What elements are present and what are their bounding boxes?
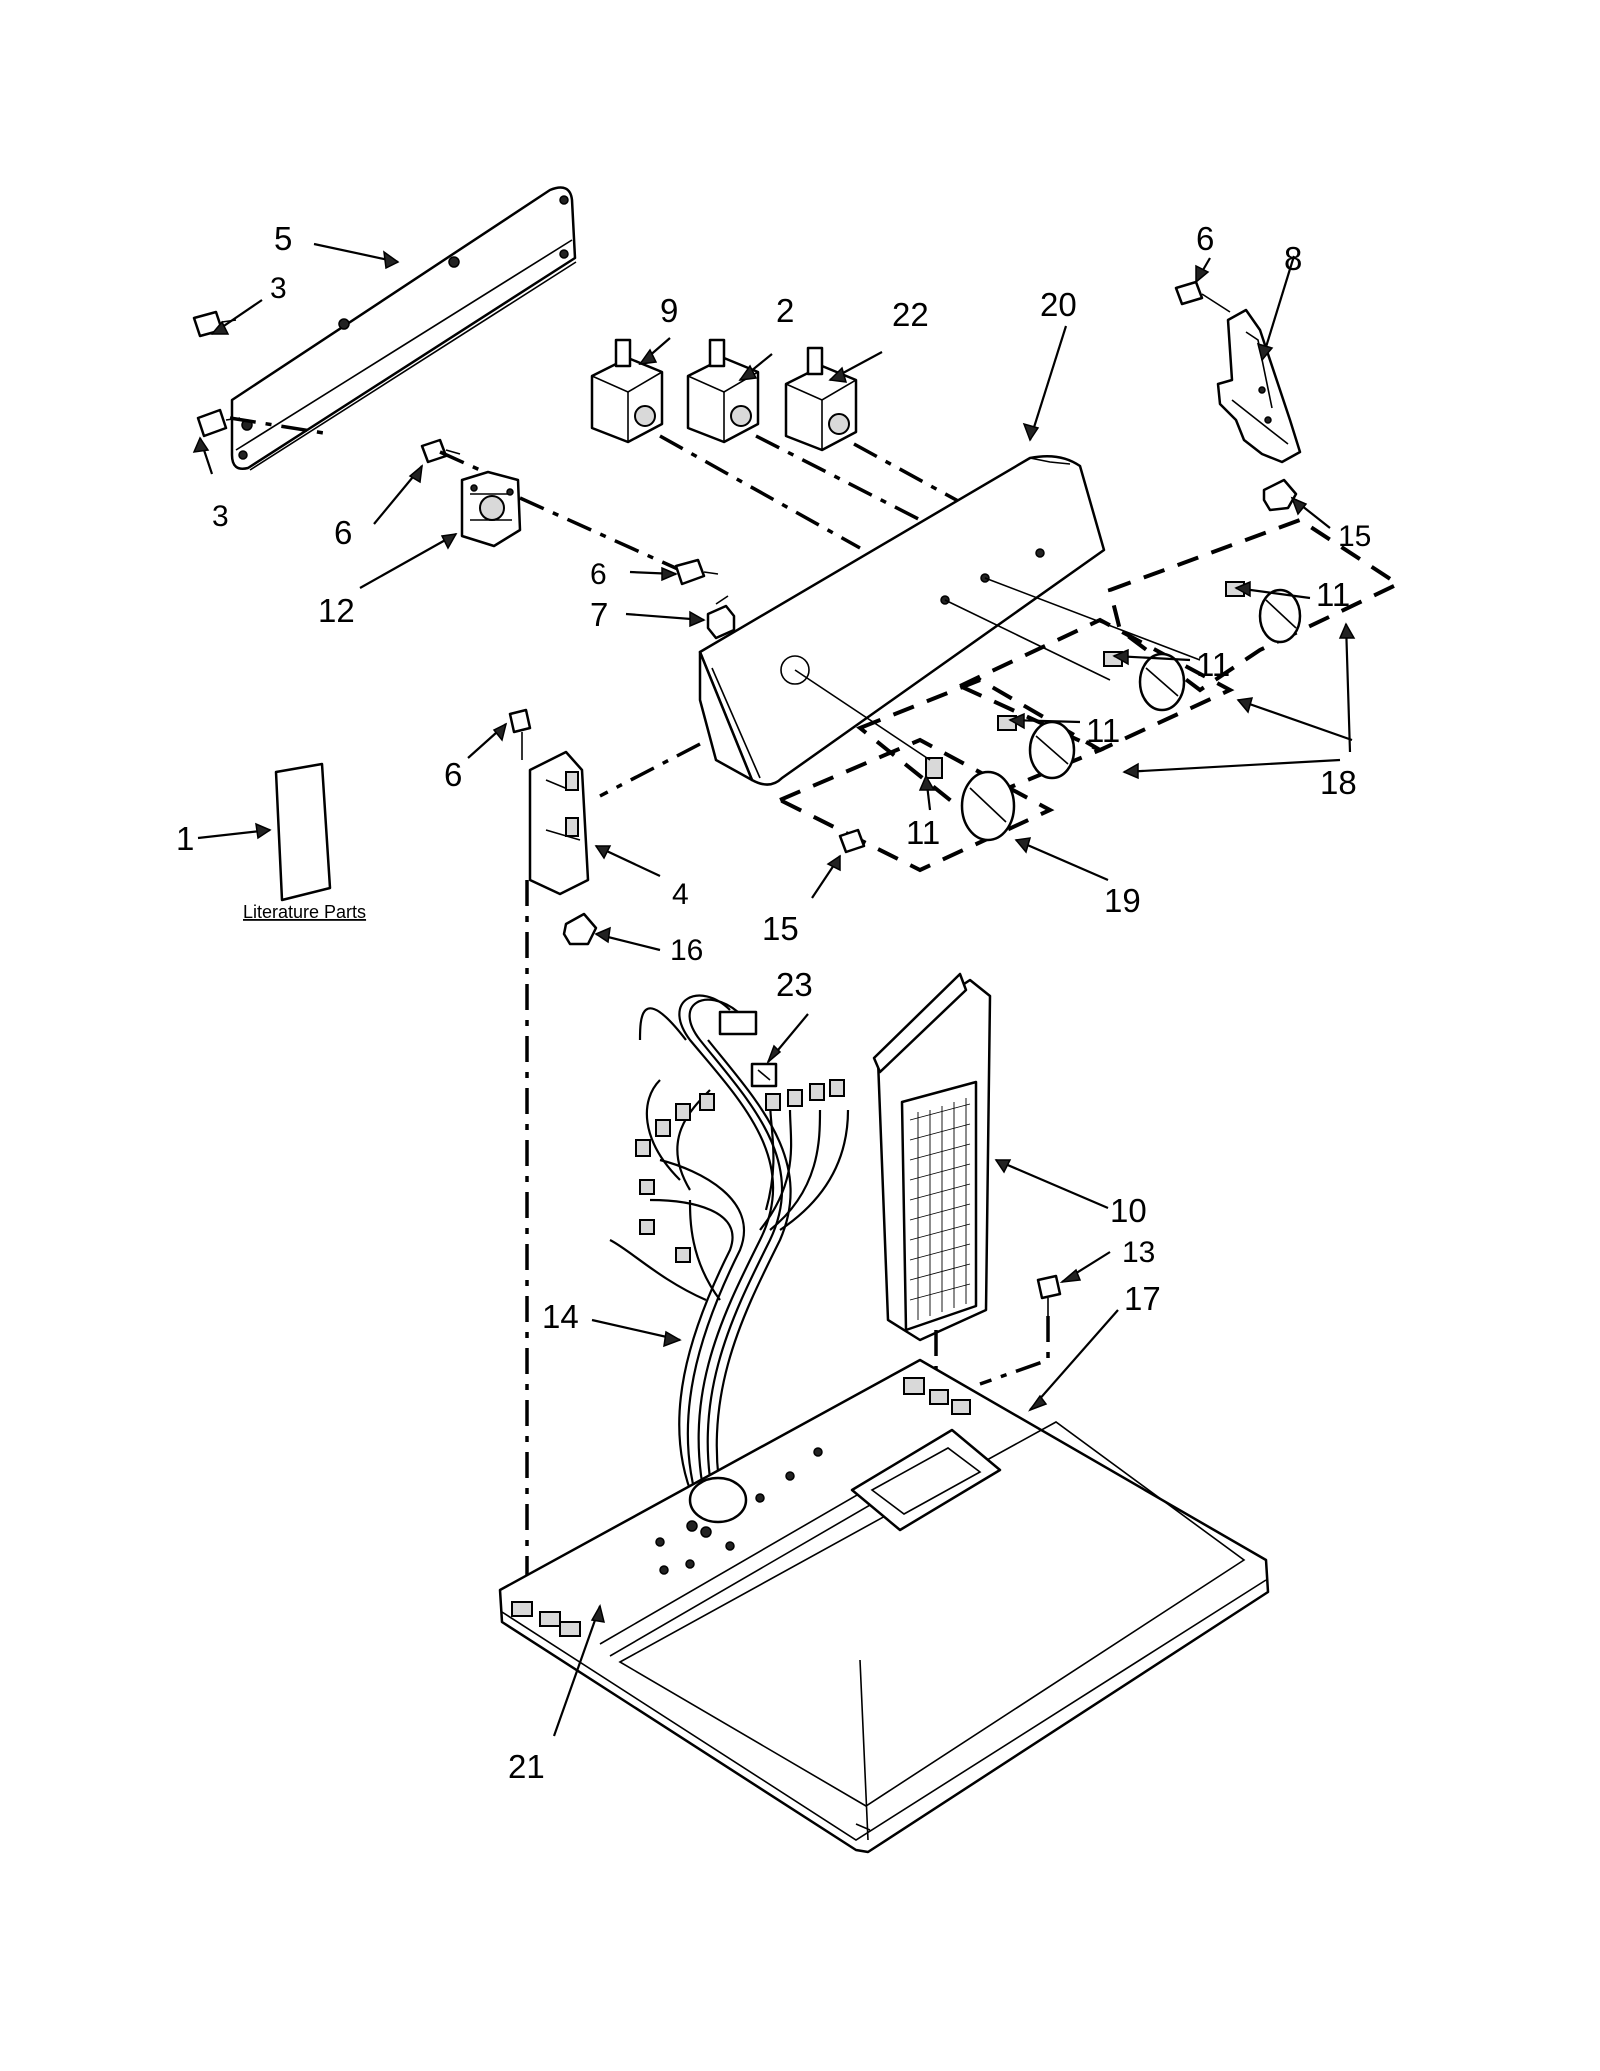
callout-11-knob-19: 11	[906, 814, 940, 851]
knob-shaft-lines	[794, 577, 1201, 761]
callout-5: 5	[274, 220, 292, 257]
part-14-screw	[838, 828, 866, 854]
part-20-console	[698, 455, 1106, 786]
part-13-screw	[1036, 1274, 1062, 1316]
part-7-clip	[706, 595, 736, 640]
part-8-bracket	[1216, 308, 1302, 464]
callout-7: 7	[590, 596, 608, 633]
callout-21: 21	[508, 1748, 545, 1785]
part-16-top-panel	[498, 1358, 1270, 1854]
callout-10: 10	[1110, 1192, 1147, 1229]
group-19	[775, 737, 1055, 873]
lint-screen-mesh	[909, 1098, 971, 1320]
part-2-switch	[686, 338, 760, 444]
callout-14: 15	[762, 910, 799, 947]
callout-11-upper: 11	[1316, 576, 1350, 613]
callout-15-upper: 15	[1338, 520, 1371, 553]
callout-15-lower: 16	[670, 934, 703, 967]
callout-19: 19	[1104, 882, 1141, 919]
callout-6-bracket: 6	[1196, 220, 1214, 257]
part-23-connector	[750, 1062, 778, 1088]
part-6-screw-mid	[674, 558, 719, 586]
callout-17: 18	[1320, 764, 1357, 801]
callout-9: 9	[660, 292, 678, 329]
part-1-literature	[274, 762, 332, 902]
callout-13: 13	[1122, 1236, 1155, 1269]
callout-6-timer: 6	[334, 514, 352, 551]
part-19-knob	[925, 757, 1016, 842]
callout-12: 12	[318, 592, 355, 629]
part-15-clip-lower	[562, 912, 598, 946]
screw-13-line	[979, 1316, 1050, 1386]
switch-22-line	[853, 442, 961, 504]
part-10-lint-screen	[872, 972, 992, 1342]
part-11-knob-low	[997, 715, 1076, 780]
callout-2: 2	[776, 292, 794, 329]
callout-3-upper: 3	[270, 272, 287, 305]
literature-parts-label: Literature Parts	[243, 902, 366, 922]
part-18-harness	[609, 994, 850, 1513]
switch-2-line	[755, 434, 941, 532]
part-4-end-cap	[528, 750, 590, 896]
group-17-lower	[856, 677, 1105, 811]
callout-3-lower: 3	[212, 500, 229, 533]
part-12-timer	[460, 470, 522, 548]
part-15-clip-upper	[1262, 478, 1298, 512]
switch-9-line	[659, 434, 861, 550]
group-17-middle	[955, 617, 1235, 753]
callout-6-mid: 6	[590, 558, 607, 591]
callout-11-low: 11	[1086, 712, 1120, 749]
part-6-screw-bracket	[1174, 280, 1231, 313]
timer-line	[439, 450, 681, 572]
part-11-knob-mid	[1103, 651, 1186, 712]
callout-8: 8	[1284, 240, 1302, 277]
part-9-switch	[590, 338, 664, 444]
panel-5-screw-line	[229, 416, 331, 436]
part-6-screw-left	[508, 708, 532, 760]
leader-arrows	[192, 242, 1356, 1737]
callout-16: 17	[1124, 1280, 1161, 1317]
part-3-screw-lower	[196, 408, 241, 438]
callout-22: 22	[892, 296, 929, 333]
callout-18: 14	[542, 1298, 579, 1335]
callout-4: 4	[672, 878, 689, 911]
callout-20: 20	[1040, 286, 1077, 323]
console-4-line	[599, 742, 701, 798]
group-17-upper	[1107, 517, 1403, 693]
callout-1: 1	[176, 820, 194, 857]
callout-23: 23	[776, 966, 813, 1003]
callout-11-mid: 11	[1196, 646, 1230, 683]
callout-6-left: 6	[444, 756, 462, 793]
part-22-switch	[784, 346, 858, 452]
